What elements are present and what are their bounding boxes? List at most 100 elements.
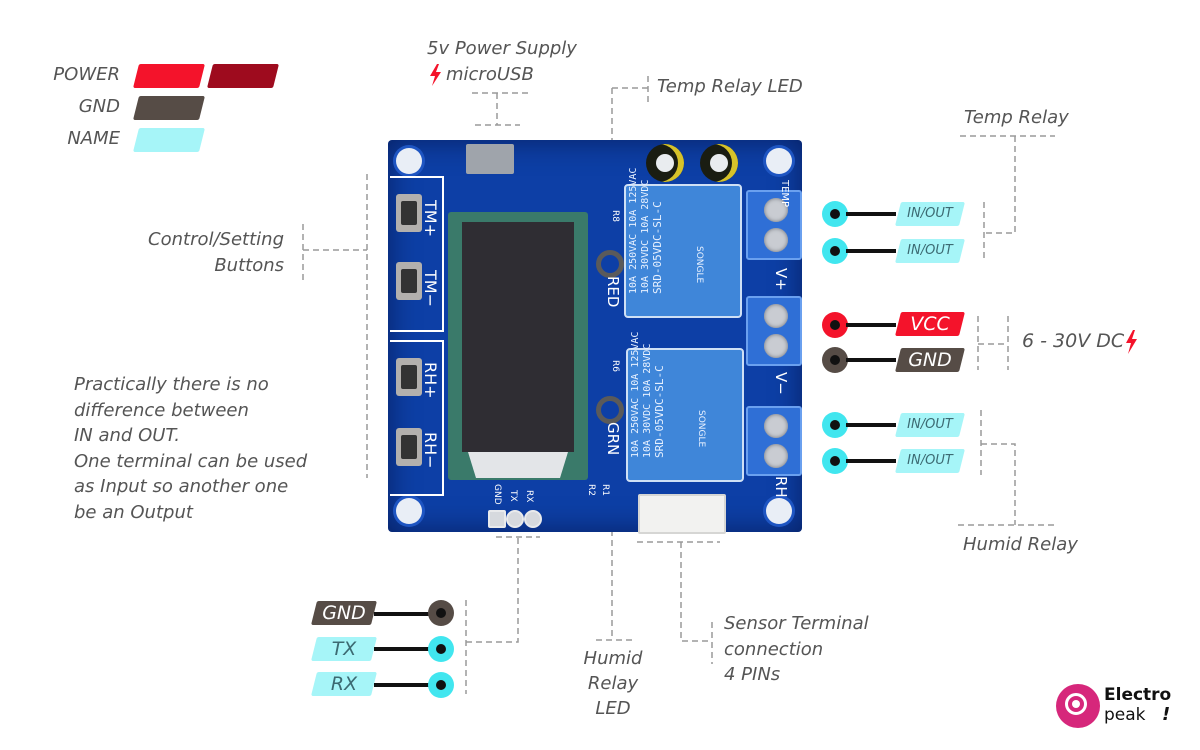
wire	[846, 323, 896, 327]
rh-button-group	[390, 340, 444, 496]
silk-r1: R1	[600, 484, 610, 496]
relay-model: SRD-05VDC-SL-C	[651, 201, 664, 294]
legend-label-name: NAME	[67, 128, 120, 149]
note-line: Practically there is no	[74, 374, 269, 395]
temp-relay: 10A 250VAC 10A 125VAC 10A 30VDC 10A 28VD…	[624, 168, 742, 318]
tag-vcc: VCC	[895, 312, 965, 336]
humid-relay-terminal	[746, 406, 802, 476]
pin-temp-io-1	[822, 201, 848, 227]
sensor-terminal-line: 4 PINs	[724, 664, 781, 685]
tag-gnd: GND	[895, 348, 965, 372]
terminal-screw[interactable]	[764, 414, 788, 438]
tag-temp-io-2: IN/OUT	[895, 239, 965, 263]
temp-relay-led-label: Temp Relay LED	[657, 76, 803, 97]
tag-temp-io-1: IN/OUT	[895, 202, 965, 226]
capacitor	[646, 144, 684, 182]
header-pin-gnd[interactable]	[488, 510, 506, 528]
sensor-connector[interactable]	[638, 494, 726, 534]
tag-label: GND	[322, 602, 366, 624]
legend-swatch-gnd	[133, 96, 205, 120]
tag-label: RX	[330, 673, 358, 695]
relay-model: SRD-05VDC-SL-C	[653, 365, 666, 458]
relay-spec-line: 10A 250VAC 10A 125VAC	[628, 167, 639, 294]
pin-temp-io-2	[822, 238, 848, 264]
silk-rh: RH	[772, 476, 790, 498]
wire	[846, 358, 896, 362]
humid-relay-led-line: Humid	[583, 648, 643, 669]
terminal-screw[interactable]	[764, 228, 788, 252]
brand-name-top: Electro	[1104, 685, 1172, 705]
tag-label: VCC	[910, 313, 950, 335]
silk-rh-plus: RH+	[421, 362, 440, 399]
rh-plus-button[interactable]	[396, 358, 422, 396]
tm-plus-button[interactable]	[396, 194, 422, 232]
legend-label-gnd: GND	[78, 96, 120, 117]
pin-rx	[428, 672, 454, 698]
header-pin-tx[interactable]	[506, 510, 524, 528]
mounting-hole	[766, 148, 792, 174]
tag-label: IN/OUT	[907, 453, 953, 468]
silk-tx: TX	[508, 490, 518, 502]
relay-brand: SONGLE	[696, 410, 706, 448]
terminal-screw[interactable]	[764, 334, 788, 358]
terminal-screw[interactable]	[764, 444, 788, 468]
tag-rx: RX	[311, 672, 377, 696]
legend-label-power: POWER	[53, 64, 120, 85]
silk-rx: RX	[524, 490, 534, 503]
sensor-terminal-label: Sensor Terminal connection 4 PINs	[724, 611, 869, 688]
legend-swatch-power-dark	[207, 64, 279, 88]
relay-module-board: TM+ TM− RH+ RH− RED GRN R8 R6 R2 R1 10A …	[388, 140, 802, 534]
silk-gnd: GND	[492, 484, 502, 505]
wire	[846, 459, 896, 463]
temp-relay-terminal	[746, 190, 802, 260]
pin-vcc	[822, 312, 848, 338]
note-line: difference between	[74, 399, 249, 421]
wire	[846, 212, 896, 216]
note-line: One terminal can be used	[74, 450, 308, 472]
wire	[846, 249, 896, 253]
legend-swatch-name	[133, 128, 205, 152]
legend-swatch-power	[133, 64, 205, 88]
terminal-screw[interactable]	[764, 198, 788, 222]
rh-minus-button[interactable]	[396, 428, 422, 466]
micro-usb-port	[466, 144, 514, 174]
tag-serial-gnd: GND	[311, 601, 377, 625]
terminal-screw[interactable]	[764, 304, 788, 328]
mounting-hole	[766, 498, 792, 524]
wire	[374, 647, 430, 651]
pin-tx	[428, 636, 454, 662]
pin-humid-io-2	[822, 448, 848, 474]
control-buttons-line1: Control/Setting	[148, 229, 284, 250]
power-terminal	[746, 296, 802, 366]
tag-label: GND	[908, 349, 952, 371]
wire	[374, 612, 430, 616]
relay-spec: 10A 250VAC 10A 125VAC 10A 30VDC 10A 28VD…	[630, 332, 666, 458]
tm-minus-button[interactable]	[396, 262, 422, 300]
silk-r2: R2	[586, 484, 596, 496]
control-buttons-line2: Buttons	[214, 255, 284, 276]
humid-relay-led-label: Humid Relay LED	[576, 646, 650, 721]
lcd-ribbon	[468, 452, 568, 478]
relay-spec: 10A 250VAC 10A 125VAC 10A 30VDC 10A 28VD…	[628, 168, 664, 294]
silk-r8: R8	[610, 210, 620, 222]
silk-red: RED	[604, 276, 622, 308]
brand-suffix: !	[1162, 704, 1171, 725]
silk-v-plus: V+	[772, 268, 790, 291]
in-out-note: Practically there is no difference betwe…	[74, 372, 307, 525]
sensor-terminal-line: connection	[724, 638, 824, 660]
header-pin-rx[interactable]	[524, 510, 542, 528]
temp-relay-led	[596, 250, 624, 278]
tag-label: IN/OUT	[907, 206, 953, 221]
pin-serial-gnd	[428, 600, 454, 626]
relay-brand: SONGLE	[694, 246, 704, 284]
brand-name-bottom: peak	[1104, 705, 1146, 725]
silk-tm-plus: TM+	[421, 200, 440, 237]
tag-humid-io-2: IN/OUT	[895, 449, 965, 473]
humid-relay: 10A 250VAC 10A 125VAC 10A 30VDC 10A 28VD…	[626, 332, 744, 482]
control-buttons-label: Control/Setting Buttons	[148, 227, 284, 279]
tag-label: IN/OUT	[907, 243, 953, 258]
relay-spec-line: 10A 250VAC 10A 125VAC	[630, 331, 641, 458]
tag-label: TX	[331, 638, 357, 660]
tag-label: IN/OUT	[907, 417, 953, 432]
